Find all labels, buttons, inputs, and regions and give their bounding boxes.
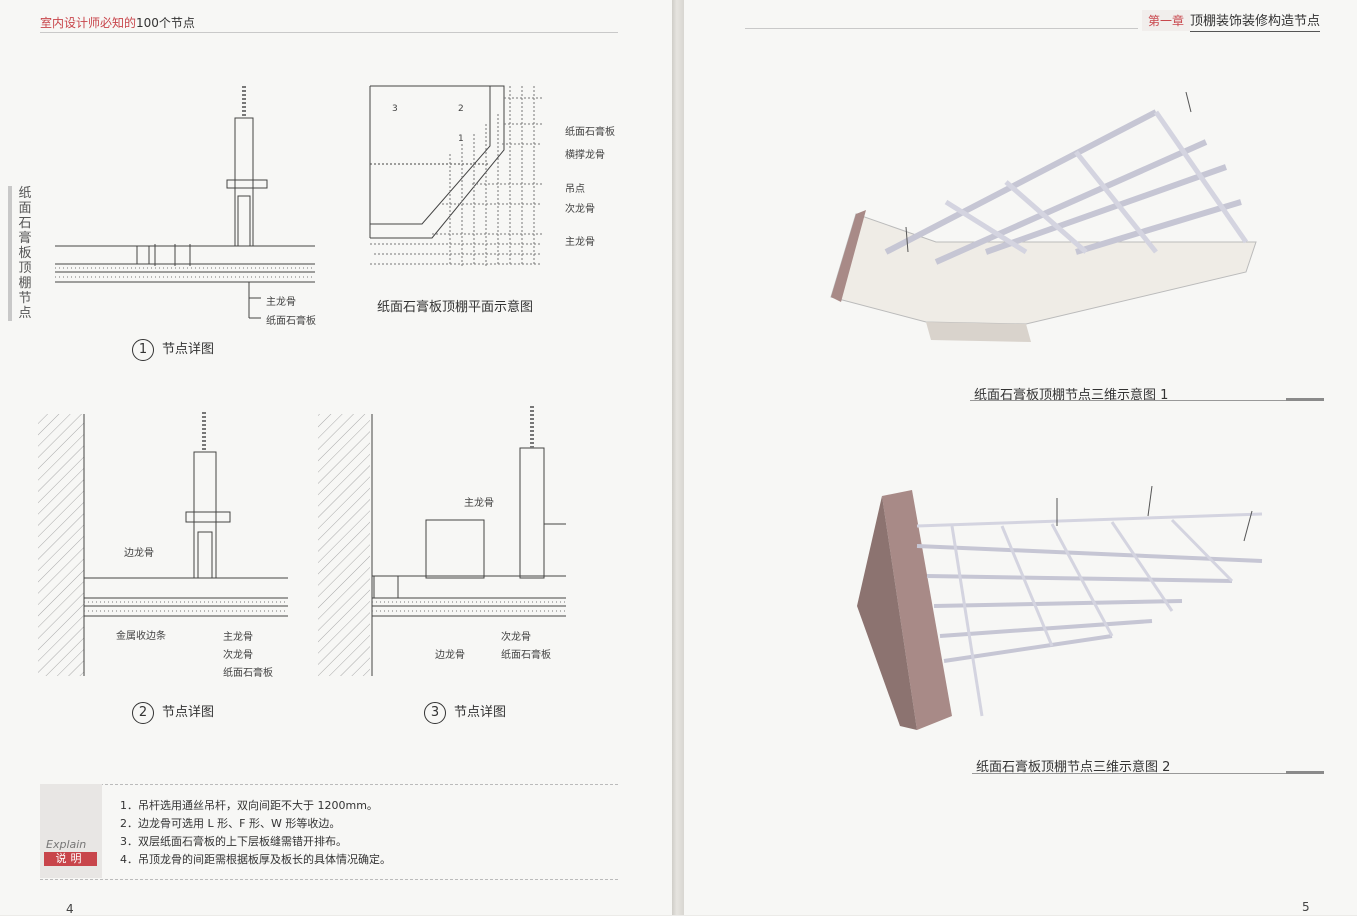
explain-box bbox=[40, 784, 618, 880]
header-rule-right bbox=[745, 28, 1138, 29]
figure2-caption-text: 节点详图 bbox=[162, 705, 215, 720]
3d-view-2-caption-accent bbox=[1286, 771, 1324, 774]
book-title-header: 室内设计师必知的100个节点 bbox=[40, 14, 195, 31]
figure3-caption-text: 节点详图 bbox=[454, 705, 507, 720]
side-char: 顶 bbox=[18, 261, 32, 276]
book-gutter bbox=[672, 0, 684, 915]
figure3-caption: 3 节点详图 bbox=[424, 701, 506, 724]
3d-view-2-caption: 纸面石膏板顶棚节点三维示意图 2 bbox=[976, 760, 1171, 775]
explain-note: 2．边龙骨可选用 L 形、F 形、W 形等收边。 bbox=[120, 817, 341, 830]
3d-view-1-caption-accent bbox=[1286, 398, 1324, 401]
page-number-left: 4 bbox=[66, 902, 74, 916]
header-rule-left bbox=[40, 32, 618, 33]
plan-label-cross-keel: 横撑龙骨 bbox=[565, 150, 605, 161]
figure2-drawing bbox=[38, 412, 288, 676]
plan-label-board: 纸面石膏板 bbox=[565, 127, 615, 138]
side-char: 石 bbox=[18, 216, 32, 231]
side-section-title: 纸 面 石 膏 板 顶 棚 节 点 bbox=[14, 186, 36, 321]
page-number-right: 5 bbox=[1302, 900, 1310, 914]
fig2-label-board: 纸面石膏板 bbox=[223, 668, 273, 679]
explain-notes: 1．吊杆选用通丝吊杆，双向间距不大于 1200mm。 2．边龙骨可选用 L 形、… bbox=[120, 797, 391, 869]
figure2-caption: 2 节点详图 bbox=[132, 701, 214, 724]
fig3-label-edge-keel: 边龙骨 bbox=[435, 650, 465, 661]
side-tab-bar bbox=[8, 186, 12, 321]
fig3-label-secondary-keel: 次龙骨 bbox=[501, 632, 531, 643]
3d-view-1-caption: 纸面石膏板顶棚节点三维示意图 1 bbox=[974, 388, 1169, 403]
side-char: 棚 bbox=[18, 276, 32, 291]
3d-view-2-drawing bbox=[857, 486, 1263, 730]
fig3-label-board: 纸面石膏板 bbox=[501, 650, 551, 661]
fig2-label-main-keel: 主龙骨 bbox=[223, 632, 253, 643]
side-char: 膏 bbox=[18, 231, 32, 246]
3d-view-1-drawing bbox=[830, 92, 1257, 342]
plan-marker-2: 2 bbox=[458, 104, 464, 114]
figure1-number: 1 bbox=[132, 339, 154, 361]
explain-en: Explain bbox=[46, 838, 87, 851]
fig1-label-main-keel: 主龙骨 bbox=[266, 297, 296, 308]
figure3-drawing bbox=[318, 406, 566, 676]
plan-label-main-keel: 主龙骨 bbox=[565, 237, 595, 248]
explain-note: 1．吊杆选用通丝吊杆，双向间距不大于 1200mm。 bbox=[120, 799, 378, 812]
3d-view-1-caption-rule bbox=[970, 400, 1324, 401]
plan-marker-1: 1 bbox=[458, 134, 464, 144]
side-char: 面 bbox=[18, 201, 32, 216]
explain-cn: 说明 bbox=[44, 852, 97, 866]
figure3-number: 3 bbox=[424, 702, 446, 724]
figure2-number: 2 bbox=[132, 702, 154, 724]
chapter-label: 第一章 bbox=[1142, 10, 1191, 31]
plan-marker-3: 3 bbox=[392, 104, 398, 114]
right-page bbox=[684, 0, 1357, 915]
plan-label-hanger: 吊点 bbox=[565, 184, 585, 195]
chapter-title: 顶棚装饰装修构造节点 bbox=[1190, 10, 1321, 32]
plan-drawing bbox=[369, 85, 542, 266]
figure1-drawing bbox=[55, 86, 315, 319]
fig1-label-board: 纸面石膏板 bbox=[266, 316, 316, 327]
side-char: 纸 bbox=[18, 186, 32, 201]
side-char: 节 bbox=[18, 291, 32, 306]
fig2-label-secondary-keel: 次龙骨 bbox=[223, 650, 253, 661]
plan-caption: 纸面石膏板顶棚平面示意图 bbox=[377, 300, 534, 315]
fig3-label-main-keel: 主龙骨 bbox=[464, 498, 494, 509]
3d-view-2-caption-rule bbox=[972, 773, 1324, 774]
plan-label-secondary-keel: 次龙骨 bbox=[565, 204, 595, 215]
fig2-label-metal-strip: 金属收边条 bbox=[116, 631, 166, 642]
fig2-label-edge-keel: 边龙骨 bbox=[124, 548, 154, 559]
explain-note: 3．双层纸面石膏板的上下层板缝需错开排布。 bbox=[120, 835, 347, 848]
explain-note: 4．吊顶龙骨的间距需根据板厚及板长的具体情况确定。 bbox=[120, 853, 391, 866]
side-char: 板 bbox=[18, 246, 32, 261]
book-title-dark: 100个节点 bbox=[136, 16, 195, 30]
book-title-red: 室内设计师必知的 bbox=[40, 16, 137, 30]
figure1-caption-text: 节点详图 bbox=[162, 342, 215, 357]
side-char: 点 bbox=[18, 306, 32, 321]
figure1-caption: 1 节点详图 bbox=[132, 338, 214, 361]
